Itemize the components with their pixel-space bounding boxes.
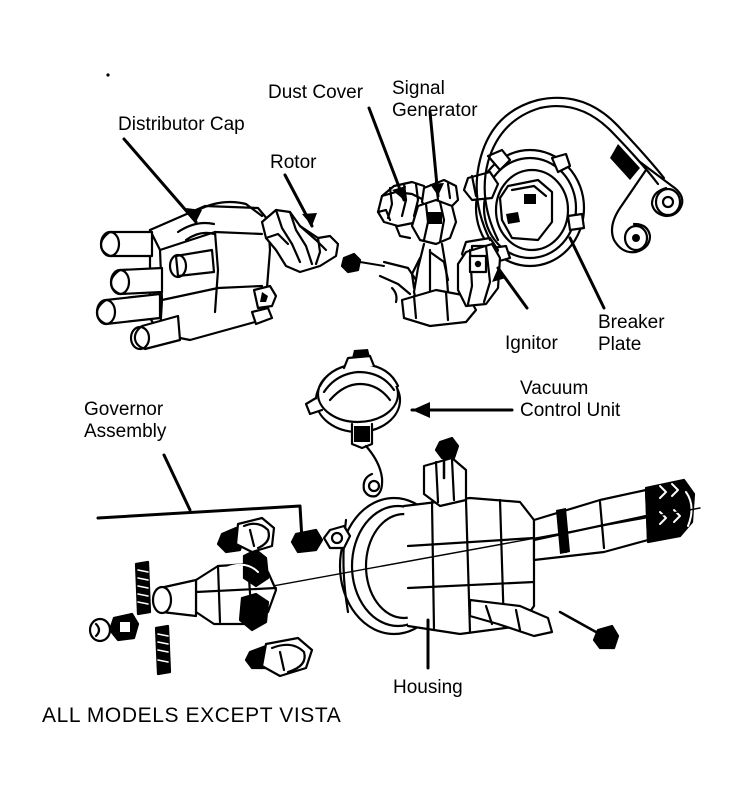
label-breaker-plate-line1: Breaker (598, 312, 665, 333)
upper-arrowheads (186, 183, 506, 282)
leader-signal-generator (428, 110, 440, 198)
rotor-drawing (260, 208, 340, 274)
speck-artifact (106, 73, 110, 77)
label-vacuum-control-line2: Control Unit (520, 400, 621, 421)
figure-caption: ALL MODELS EXCEPT VISTA (42, 704, 341, 727)
screw-icon-lower-right (558, 610, 620, 650)
label-governor-line1: Governor (84, 399, 164, 420)
distributor-cap-drawing (95, 200, 278, 351)
leader-dust-cover (367, 106, 406, 202)
screw-icon-lower-upper (434, 436, 460, 480)
vacuum-control-unit-drawing (304, 349, 402, 498)
label-signal-generator-line1: Signal (392, 78, 445, 99)
signal-generator-drawing (378, 178, 478, 328)
lower-arrowheads (412, 402, 430, 418)
leader-breaker-plate (568, 236, 606, 310)
label-rotor: Rotor (270, 152, 317, 173)
housing-centerline (239, 507, 701, 593)
governor-bracket-leader (96, 453, 304, 542)
label-ignitor: Ignitor (505, 333, 558, 354)
wiring-harness-drawing (475, 96, 684, 254)
screw-icon-upper-left (340, 252, 385, 274)
housing-drawing (239, 456, 701, 638)
ignitor-drawing (456, 242, 502, 308)
label-housing: Housing (393, 677, 463, 698)
governor-assembly-drawing (88, 516, 352, 678)
label-distributor-cap: Distributor Cap (118, 114, 245, 135)
label-dust-cover: Dust Cover (268, 82, 364, 103)
label-signal-generator-line2: Generator (392, 100, 478, 121)
label-breaker-plate-line2: Plate (598, 334, 641, 355)
leader-distributor-cap (122, 137, 198, 224)
label-vacuum-control-line1: Vacuum (520, 378, 588, 399)
label-governor-line2: Assembly (84, 421, 167, 442)
